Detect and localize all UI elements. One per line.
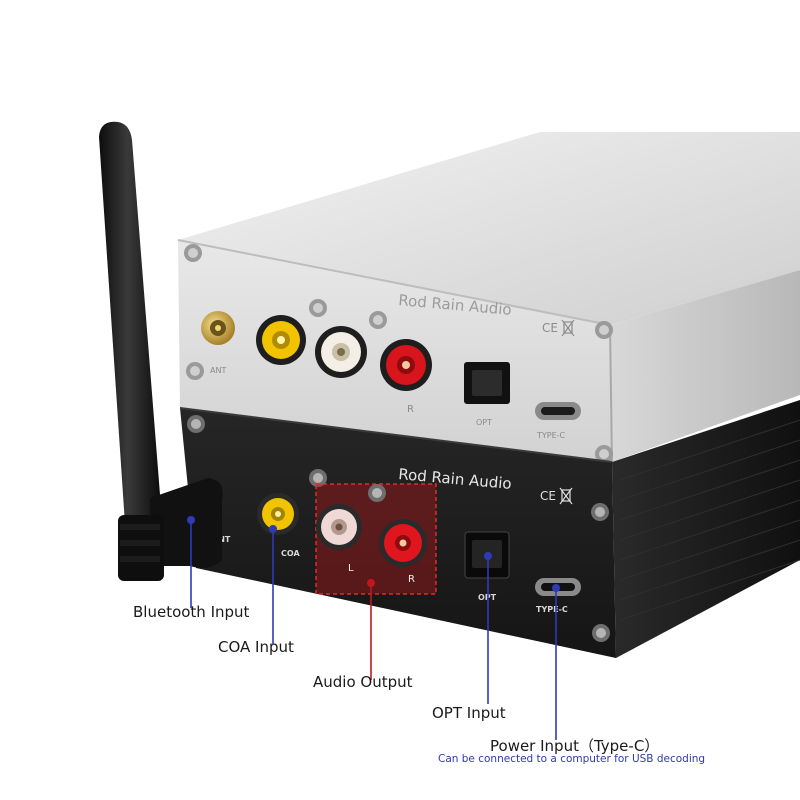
- silver-label-ant: ANT: [210, 366, 226, 375]
- weee-bin-icon: [561, 319, 575, 337]
- black-ce-mark: CE: [540, 489, 556, 503]
- black-label-typec: TYPE-C: [536, 605, 568, 614]
- silver-label-opt: OPT: [476, 418, 492, 427]
- black-dac-unit: Rod Rain Audio CE: [179, 400, 800, 658]
- bluetooth-input-label: Bluetooth Input: [133, 603, 250, 621]
- screw-icon: [595, 445, 613, 463]
- power-input-note: Can be connected to a computer for USB d…: [438, 753, 706, 765]
- opt-input-label: OPT Input: [432, 704, 506, 722]
- silver-side-panel: [610, 270, 800, 462]
- screw-icon: [187, 415, 205, 433]
- silver-top-panel: [178, 132, 800, 325]
- silver-label-r: R: [407, 404, 414, 415]
- black-label-r: R: [408, 574, 415, 585]
- black-side-panel: [612, 400, 800, 658]
- screw-icon: [184, 244, 202, 262]
- ce-mark: CE: [542, 321, 558, 335]
- rca-red-jack-icon: [380, 339, 432, 391]
- black-label-l: L: [348, 563, 354, 574]
- coa-input-label: COA Input: [218, 638, 294, 656]
- weee-bin-icon: [559, 487, 573, 505]
- callout-lines: [187, 516, 560, 740]
- screw-icon: [592, 624, 610, 642]
- screw-icon: [591, 503, 609, 521]
- power-input-label: Power Input（Type-C）: [490, 737, 660, 755]
- screw-icon: [186, 362, 204, 380]
- silver-dac-unit: CE Rod Rain Audio ANT R OPT TYPE-C: [177, 132, 800, 463]
- rca-left-jack-icon: [316, 504, 362, 550]
- optical-port-icon: [464, 362, 510, 404]
- screw-icon: [309, 469, 327, 487]
- silver-label-typec: TYPE-C: [536, 431, 566, 440]
- antenna-jack-icon: [201, 311, 235, 345]
- rca-yellow-jack-icon: [256, 315, 306, 365]
- antenna-icon: [99, 121, 223, 581]
- black-label-coa: COA: [281, 549, 300, 558]
- screw-icon: [368, 484, 386, 502]
- rca-right-jack-icon: [379, 519, 427, 567]
- coa-rca-jack-icon: [257, 493, 299, 535]
- screw-icon: [309, 299, 327, 317]
- screw-icon: [595, 321, 613, 339]
- rca-white-jack-icon: [315, 326, 367, 378]
- screw-icon: [369, 311, 387, 329]
- audio-output-label: Audio Output: [313, 673, 413, 691]
- usb-c-port-icon: [535, 402, 581, 420]
